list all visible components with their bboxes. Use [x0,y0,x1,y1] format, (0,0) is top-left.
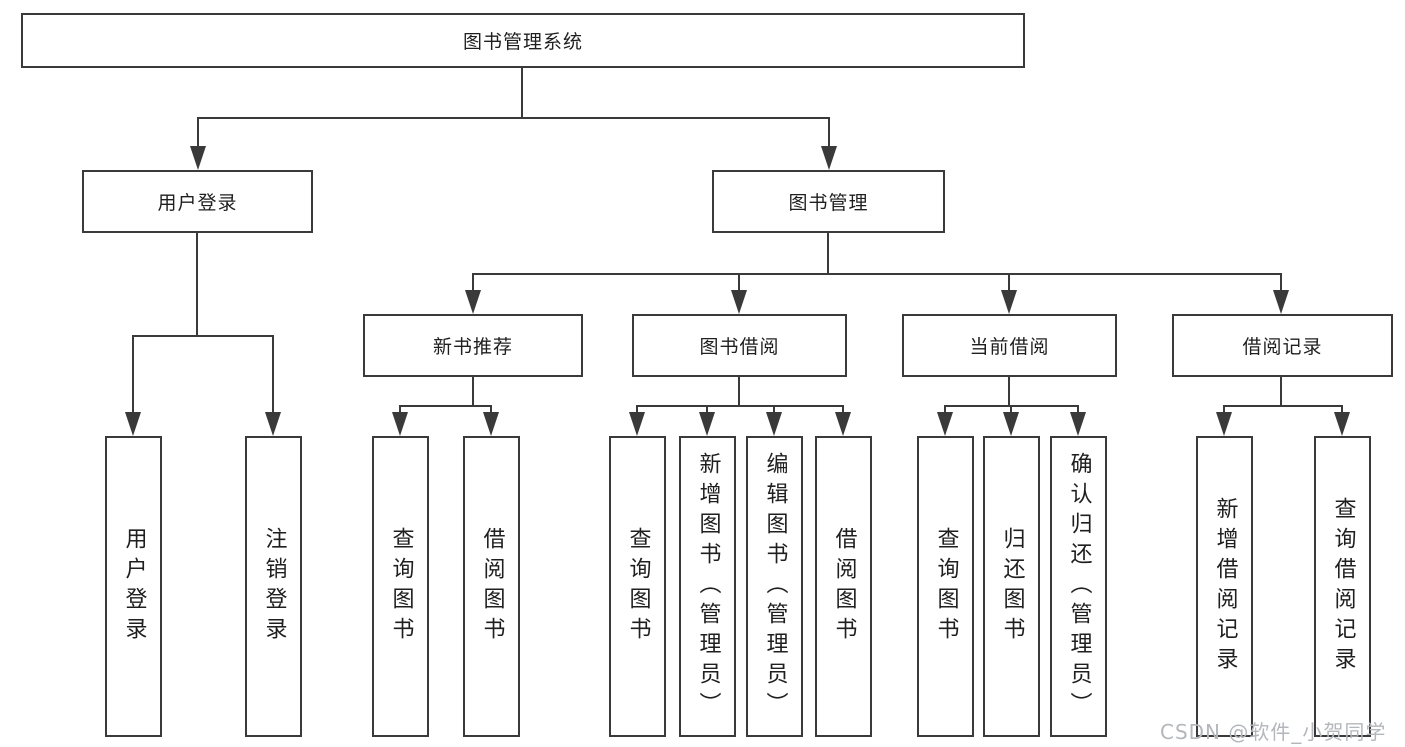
node-new-book-recommend: 新书推荐 [363,314,583,377]
arrow-down-icon [1216,412,1232,436]
arrow-down-icon [629,412,645,436]
node-label: 当前借阅 [969,336,1050,358]
arrow-down-icon [1070,412,1086,436]
leaf-label: 查询图书 [933,526,959,647]
leaf-label: 查询图书 [388,526,414,647]
node-label: 新书推荐 [432,336,513,358]
leaf-edit-book-admin: 编辑图书（管理员） [746,436,803,737]
connector-vline [197,117,199,148]
leaf-label: 注销登录 [261,526,287,647]
connector-vline [738,376,740,407]
node-user-login: 用户登录 [82,170,313,233]
connector-vline [1280,376,1282,407]
connector-vline [272,335,274,414]
arrow-down-icon [937,412,953,436]
leaf-logout: 注销登录 [245,436,302,737]
connector-vline [1341,405,1343,414]
connector-vline [636,405,638,414]
arrow-down-icon [1003,412,1019,436]
arrow-down-icon [766,412,782,436]
leaf-borrow-books-2: 借阅图书 [815,436,872,737]
node-label: 借阅记录 [1242,336,1323,358]
leaf-label: 编辑图书（管理员） [762,451,788,722]
connector-vline [132,335,134,414]
connector-hline [636,405,844,407]
arrow-down-icon [1273,290,1289,314]
node-label: 图书管理 [788,192,869,214]
node-label: 用户登录 [157,192,238,214]
leaf-add-borrow-record: 新增借阅记录 [1196,436,1253,737]
leaf-query-books-2: 查询图书 [609,436,666,737]
connector-vline [196,232,198,337]
leaf-confirm-return-admin: 确认归还（管理员） [1050,436,1107,737]
leaf-user-login: 用户登录 [105,436,162,737]
csdn-watermark: CSDN @软件_小贺同学 [1160,720,1387,744]
connector-vline [827,232,829,275]
arrow-down-icon [392,412,408,436]
node-label: 图书借阅 [699,336,780,358]
leaf-label: 借阅图书 [831,526,857,647]
connector-hline [472,273,1282,275]
connector-vline [1077,405,1079,414]
leaf-label: 新增借阅记录 [1212,496,1238,677]
connector-vline [828,117,830,148]
connector-vline [521,68,523,119]
arrow-down-icon [821,146,837,170]
connector-hline [399,405,492,407]
leaf-label: 用户登录 [121,526,147,647]
node-current-borrowing: 当前借阅 [902,314,1117,377]
arrow-down-icon [699,412,715,436]
arrow-down-icon [125,412,141,436]
leaf-add-book-admin: 新增图书（管理员） [679,436,736,737]
connector-hline [1223,405,1343,407]
leaf-borrow-books-1: 借阅图书 [463,436,520,737]
connector-vline [472,273,474,292]
node-book-management: 图书管理 [712,170,945,233]
arrow-down-icon [265,412,281,436]
connector-vline [1010,405,1012,414]
leaf-query-books-1: 查询图书 [372,436,429,737]
node-book-borrowing: 图书借阅 [632,314,847,377]
leaf-query-books-3: 查询图书 [917,436,974,737]
node-borrow-records: 借阅记录 [1172,314,1393,377]
connector-vline [490,405,492,414]
connector-vline [842,405,844,414]
arrow-down-icon [190,146,206,170]
connector-vline [1223,405,1225,414]
arrow-down-icon [1334,412,1350,436]
arrow-down-icon [835,412,851,436]
connector-hline [132,335,274,337]
leaf-label: 查询图书 [625,526,651,647]
connector-vline [399,405,401,414]
connector-vline [1008,273,1010,292]
connector-vline [706,405,708,414]
arrow-down-icon [1001,290,1017,314]
leaf-label: 归还图书 [999,526,1025,647]
leaf-return-books: 归还图书 [983,436,1040,737]
node-label: 图书管理系统 [462,31,583,53]
connector-hline [197,117,830,119]
leaf-query-borrow-record: 查询借阅记录 [1314,436,1371,737]
leaf-label: 查询借阅记录 [1330,496,1356,677]
node-library-system: 图书管理系统 [21,13,1025,68]
leaf-label: 确认归还（管理员） [1066,451,1092,722]
leaf-label: 新增图书（管理员） [695,451,721,722]
connector-vline [1280,273,1282,292]
connector-vline [773,405,775,414]
connector-vline [738,273,740,292]
connector-vline [944,405,946,414]
leaf-label: 借阅图书 [479,526,505,647]
connector-vline [472,376,474,407]
arrow-down-icon [465,290,481,314]
arrow-down-icon [483,412,499,436]
connector-vline [1008,376,1010,407]
arrow-down-icon [731,290,747,314]
